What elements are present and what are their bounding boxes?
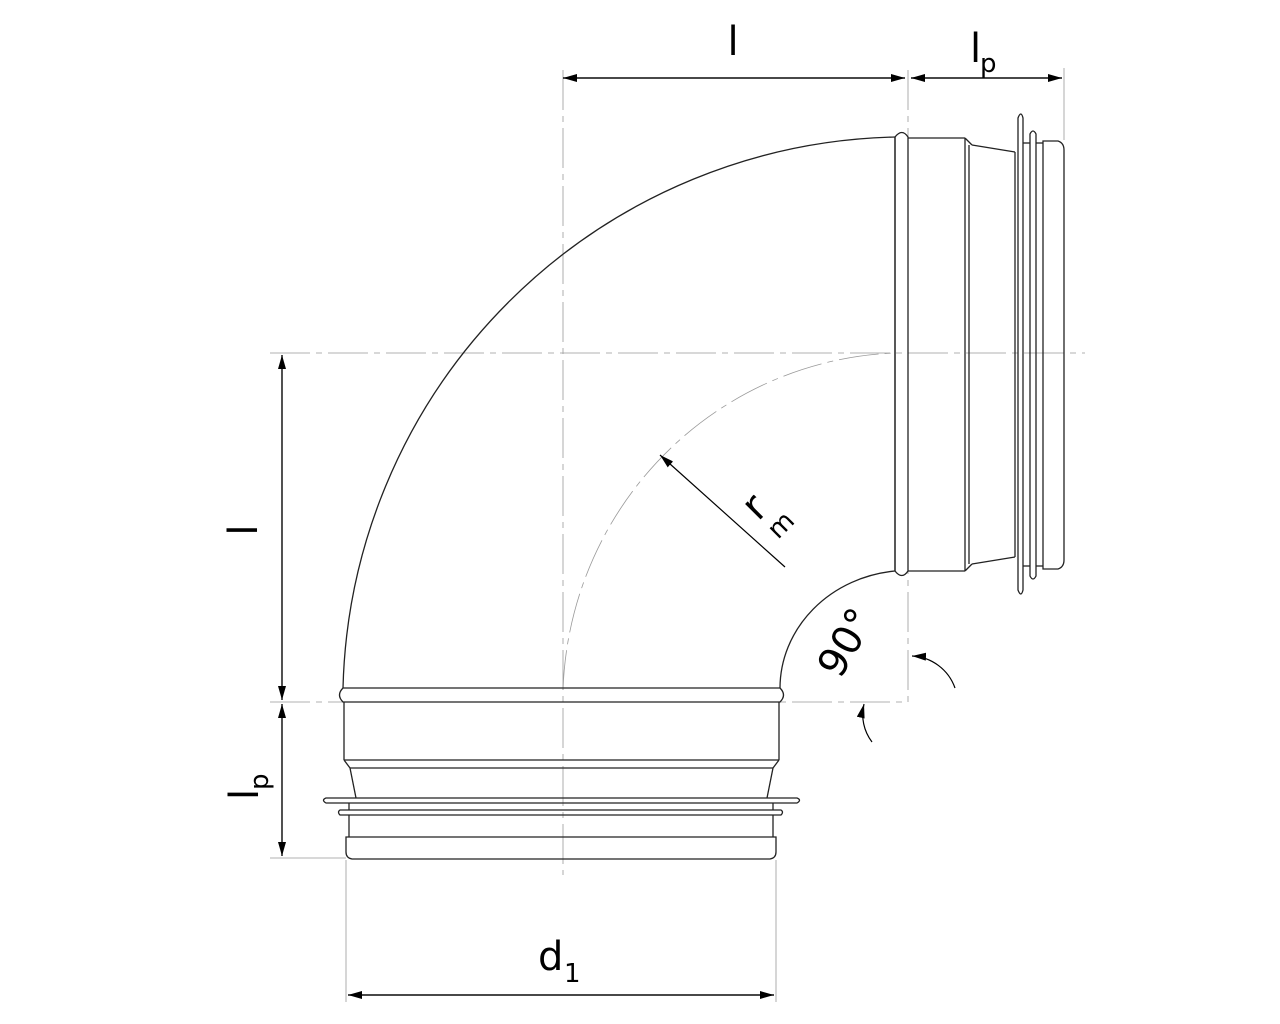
centerlines [270, 68, 1085, 1002]
label-spigot-left-sub: p [245, 773, 275, 790]
label-length-top: l [727, 19, 738, 65]
label-spigot-top-sub: p [980, 49, 997, 79]
elbow-body [342, 136, 896, 689]
label-angle: 90° [809, 601, 884, 685]
label-length-left: l [221, 524, 267, 535]
label-diameter: d [538, 934, 563, 980]
right-spigot-end [894, 113, 1065, 595]
label-spigot-left: l [222, 789, 268, 800]
dimension-lines [278, 74, 1062, 999]
bottom-spigot-end [322, 687, 801, 860]
label-diameter-sub: 1 [564, 959, 581, 989]
label-spigot-top: l [970, 26, 981, 72]
dimension-labels: l l p l l p r m 90° d 1 [221, 19, 997, 989]
